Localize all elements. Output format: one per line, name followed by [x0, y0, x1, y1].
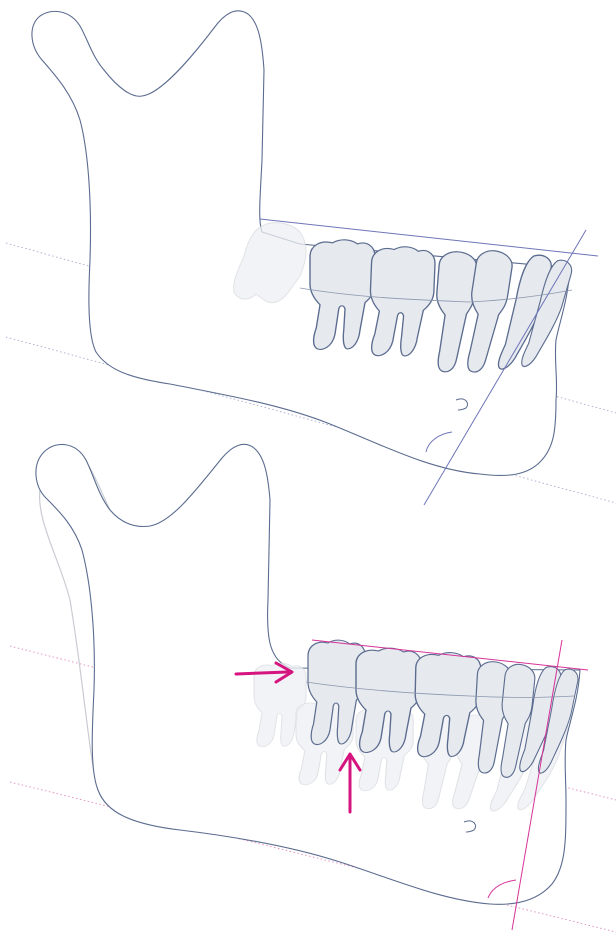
panel-after: [10, 444, 616, 932]
panel-before: [6, 11, 616, 505]
